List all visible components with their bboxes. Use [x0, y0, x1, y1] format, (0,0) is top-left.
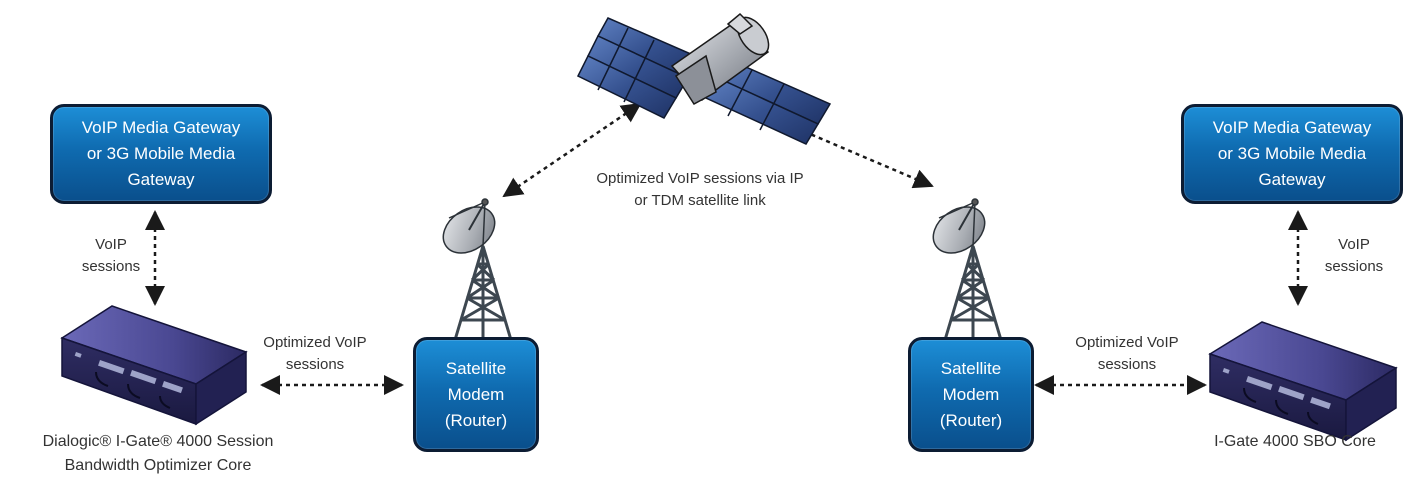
left-gateway-line-2: or 3G Mobile Media: [86, 144, 236, 163]
left-satellite-link-arrow: [502, 102, 642, 198]
left-modem-line-2: Modem: [447, 384, 505, 404]
right-modem-line-2: Modem: [942, 384, 1000, 404]
left-device-caption-line-1: Dialogic® I-Gate® 4000 Session: [42, 433, 274, 450]
right-gateway-line-3: Gateway: [1258, 170, 1326, 189]
left-optimized-sessions-label: Optimized VoIP sessions: [250, 332, 380, 376]
right-satellite-modem-box: Satellite Modem (Router): [908, 337, 1034, 452]
right-modem-line-3: (Router): [939, 410, 1003, 430]
right-media-gateway-box: VoIP Media Gateway or 3G Mobile Media Ga…: [1181, 104, 1403, 204]
left-gateway-line-3: Gateway: [127, 170, 195, 189]
right-optimized-label-line-1: Optimized VoIP: [1075, 334, 1179, 351]
right-optimized-label-line-2: sessions: [1097, 356, 1157, 373]
left-voip-sessions-label: VoIP sessions: [76, 234, 146, 278]
left-modem-line-3: (Router): [444, 410, 508, 430]
network-appliance-icon: [1208, 321, 1398, 442]
satellite-dish-tower-icon: [932, 198, 1003, 341]
satellite-link-label-line-2: or TDM satellite link: [634, 192, 766, 209]
left-voip-label-line-1: VoIP: [95, 236, 127, 253]
right-modem-line-1: Satellite: [940, 358, 1002, 378]
left-optimized-label-line-2: sessions: [285, 356, 345, 373]
right-gateway-line-1: VoIP Media Gateway: [1212, 118, 1372, 137]
satellite-dish-tower-icon: [442, 198, 513, 341]
right-voip-sessions-label: VoIP sessions: [1316, 234, 1392, 278]
left-gateway-line-1: VoIP Media Gateway: [81, 118, 241, 137]
left-device-caption-line-2: Bandwidth Optimizer Core: [64, 457, 252, 474]
satellite-icon: [576, 12, 832, 145]
right-optimized-sessions-label: Optimized VoIP sessions: [1062, 332, 1192, 376]
right-voip-label-line-2: sessions: [1324, 258, 1384, 275]
left-device-caption: Dialogic® I-Gate® 4000 Session Bandwidth…: [0, 430, 316, 478]
right-gateway-line-2: or 3G Mobile Media: [1217, 144, 1367, 163]
network-appliance-icon: [60, 305, 248, 426]
satellite-link-label: Optimized VoIP sessions via IP or TDM sa…: [570, 168, 830, 212]
right-device-caption-line-1: I-Gate 4000 SBO Core: [1214, 433, 1376, 450]
right-voip-label-line-1: VoIP: [1338, 236, 1370, 253]
left-voip-label-line-2: sessions: [81, 258, 141, 275]
left-satellite-modem-box: Satellite Modem (Router): [413, 337, 539, 452]
left-modem-line-1: Satellite: [445, 358, 507, 378]
right-device-caption: I-Gate 4000 SBO Core: [1180, 430, 1410, 454]
left-optimized-label-line-1: Optimized VoIP: [263, 334, 367, 351]
left-media-gateway-box: VoIP Media Gateway or 3G Mobile Media Ga…: [50, 104, 272, 204]
satellite-link-label-line-1: Optimized VoIP sessions via IP: [596, 170, 804, 187]
